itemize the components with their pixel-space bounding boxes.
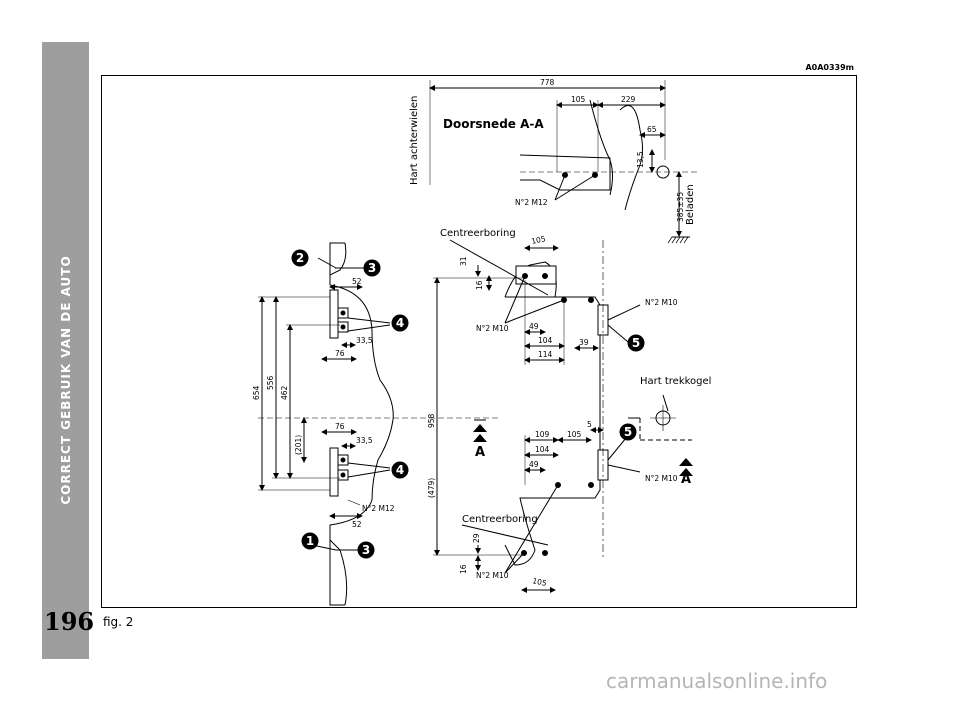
callout-5-bottom: 5 [624, 425, 632, 439]
dim-29: 29 [472, 533, 481, 543]
dim-114: 114 [538, 350, 553, 359]
bolts-m10-centre-top: N°2 M10 [476, 324, 509, 333]
dim-462: 462 [280, 385, 289, 400]
callout-3-top: 3 [368, 261, 376, 275]
figure-caption: fig. 2 [103, 615, 134, 629]
dim-39: 39 [579, 338, 589, 347]
dim-479: (479) [427, 478, 436, 498]
center-bore-bottom-label: Centreerboring [462, 514, 538, 525]
dim-201: (201) [294, 435, 303, 455]
dim-5: 5 [587, 420, 592, 429]
callout-2: 2 [296, 251, 304, 265]
dim-105-bottom: 105 [532, 576, 548, 588]
callout-4-bottom: 4 [396, 463, 404, 477]
chapter-sidebar [42, 42, 89, 659]
dim-52-bottom: 52 [352, 520, 362, 529]
dim-104-top: 104 [538, 336, 553, 345]
section-marker-left: A [475, 445, 485, 460]
dim-556: 556 [266, 375, 275, 390]
loaded-label: Beladen [685, 184, 696, 225]
dim-105-centre-top: 105 [531, 234, 547, 246]
dim-31: 31 [459, 256, 468, 266]
dim-13-5: 13,5 [636, 151, 645, 168]
dim-16-bottom: 16 [459, 564, 468, 574]
figure-ref-code: A0A0339m [805, 63, 854, 72]
section-marker-right: A [681, 472, 691, 487]
dim-33-5-bottom: 33,5 [356, 436, 373, 445]
dim-33-5-top: 33,5 [356, 336, 373, 345]
page-number: 196 [44, 607, 95, 636]
dim-49-bottom: 49 [529, 460, 539, 469]
callout-1: 1 [306, 534, 314, 548]
bolts-m10-right-top: N°2 M10 [645, 298, 678, 307]
dim-105-centre: 105 [567, 430, 582, 439]
callout-3-bottom: 3 [362, 543, 370, 557]
section-title: Doorsnede A-A [443, 117, 544, 131]
bolts-m10-centre-bottom: N°2 M10 [476, 571, 509, 580]
dim-76-top: 76 [335, 349, 345, 358]
rear-axle-label: Hart achterwielen [409, 96, 420, 185]
dim-385: 385±35 [676, 192, 685, 222]
dim-958: 958 [427, 413, 436, 428]
dim-65: 65 [647, 125, 657, 134]
dim-52-top: 52 [352, 277, 362, 286]
dim-778: 778 [540, 78, 555, 87]
dim-104-bottom: 104 [535, 445, 550, 454]
dim-49-top: 49 [529, 322, 539, 331]
dim-229: 229 [621, 95, 636, 104]
watermark: carmanualsonline.info [606, 669, 828, 693]
left-view [258, 242, 500, 606]
section-view [429, 80, 700, 244]
bolts-m12-top: N°2 M12 [515, 198, 548, 207]
callout-4-top: 4 [396, 316, 404, 330]
bolts-m10-right-bottom: N°2 M10 [645, 474, 678, 483]
centre-view [433, 239, 693, 593]
callout-badges [291, 249, 645, 559]
dim-16-top: 16 [475, 280, 484, 290]
figure-frame [101, 75, 857, 608]
dim-76-bottom: 76 [335, 422, 345, 431]
dim-654: 654 [252, 385, 261, 400]
dim-109: 109 [535, 430, 550, 439]
dim-105-top: 105 [571, 95, 586, 104]
tow-ball-label: Hart trekkogel [640, 376, 711, 387]
callout-5-top: 5 [632, 336, 640, 350]
center-bore-top-label: Centreerboring [440, 228, 516, 239]
bolts-m12-left: N°2 M12 [362, 504, 395, 513]
